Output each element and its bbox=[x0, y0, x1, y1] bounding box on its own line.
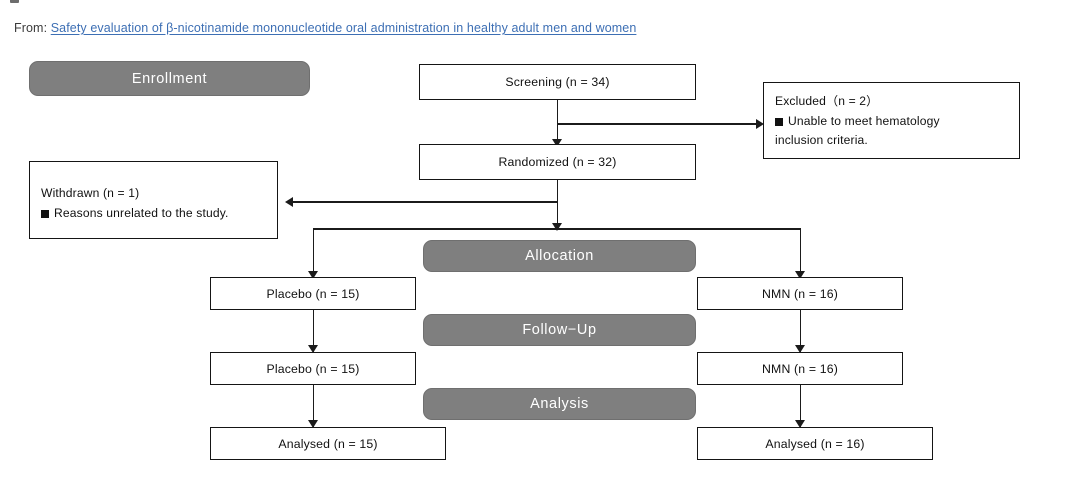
article-title-link[interactable]: Safety evaluation of β-nicotinamide mono… bbox=[50, 21, 637, 35]
arrow-right-icon bbox=[756, 119, 764, 129]
excluded-reason-line2: inclusion criteria. bbox=[775, 133, 868, 148]
connector-allocation-right-drop bbox=[799, 228, 802, 276]
node-allocation-placebo: Placebo (n = 15) bbox=[210, 277, 416, 310]
excluded-title: Excluded（n = 2） bbox=[775, 94, 879, 108]
node-analysed-placebo: Analysed (n = 15) bbox=[210, 427, 446, 460]
arrow-down-icon bbox=[308, 420, 318, 428]
from-label: From: bbox=[14, 21, 48, 35]
connector-placebo-followup-to-analysis bbox=[312, 385, 315, 427]
arrow-down-icon bbox=[552, 223, 562, 231]
excluded-reason-line1: Unable to meet hematology bbox=[775, 112, 1009, 132]
arrow-down-icon bbox=[795, 420, 805, 428]
node-followup-nmn: NMN (n = 16) bbox=[697, 352, 903, 385]
square-bullet-icon bbox=[775, 117, 783, 126]
node-allocation-nmn: NMN (n = 16) bbox=[697, 277, 903, 310]
stage-banner-enrollment: Enrollment bbox=[29, 61, 310, 96]
stage-banner-allocation: Allocation bbox=[423, 240, 696, 272]
arrow-down-icon bbox=[308, 345, 318, 353]
page-marker-nub bbox=[10, 0, 19, 3]
connector-nmn-followup-to-analysis bbox=[799, 385, 802, 427]
withdrawn-reason: Reasons unrelated to the study. bbox=[41, 204, 267, 224]
connector-allocation-left-drop bbox=[312, 228, 315, 276]
connector-screening-to-randomized bbox=[556, 100, 559, 144]
arrow-down-icon bbox=[795, 271, 805, 279]
withdrawn-title: Withdrawn (n = 1) bbox=[41, 186, 140, 200]
node-withdrawn: Withdrawn (n = 1) Reasons unrelated to t… bbox=[29, 161, 278, 239]
node-analysed-nmn: Analysed (n = 16) bbox=[697, 427, 933, 460]
node-randomized: Randomized (n = 32) bbox=[419, 144, 696, 180]
square-bullet-icon bbox=[41, 209, 49, 218]
connector-nmn-alloc-to-followup bbox=[799, 310, 802, 352]
stage-banner-analysis: Analysis bbox=[423, 388, 696, 420]
connector-screening-to-excluded bbox=[557, 123, 760, 125]
connector-randomized-to-withdrawn bbox=[292, 201, 557, 203]
source-citation: From: Safety evaluation of β-nicotinamid… bbox=[14, 21, 636, 35]
connector-randomized-down bbox=[556, 180, 559, 228]
stage-banner-follow-up: Follow−Up bbox=[423, 314, 696, 346]
arrow-down-icon bbox=[795, 345, 805, 353]
node-screening: Screening (n = 34) bbox=[419, 64, 696, 100]
arrow-down-icon bbox=[552, 139, 562, 147]
arrow-down-icon bbox=[308, 271, 318, 279]
arrow-left-icon bbox=[285, 197, 293, 207]
connector-allocation-split-bar bbox=[313, 228, 801, 230]
node-followup-placebo: Placebo (n = 15) bbox=[210, 352, 416, 385]
node-excluded: Excluded（n = 2） Unable to meet hematolog… bbox=[763, 82, 1020, 159]
connector-placebo-alloc-to-followup bbox=[312, 310, 315, 352]
